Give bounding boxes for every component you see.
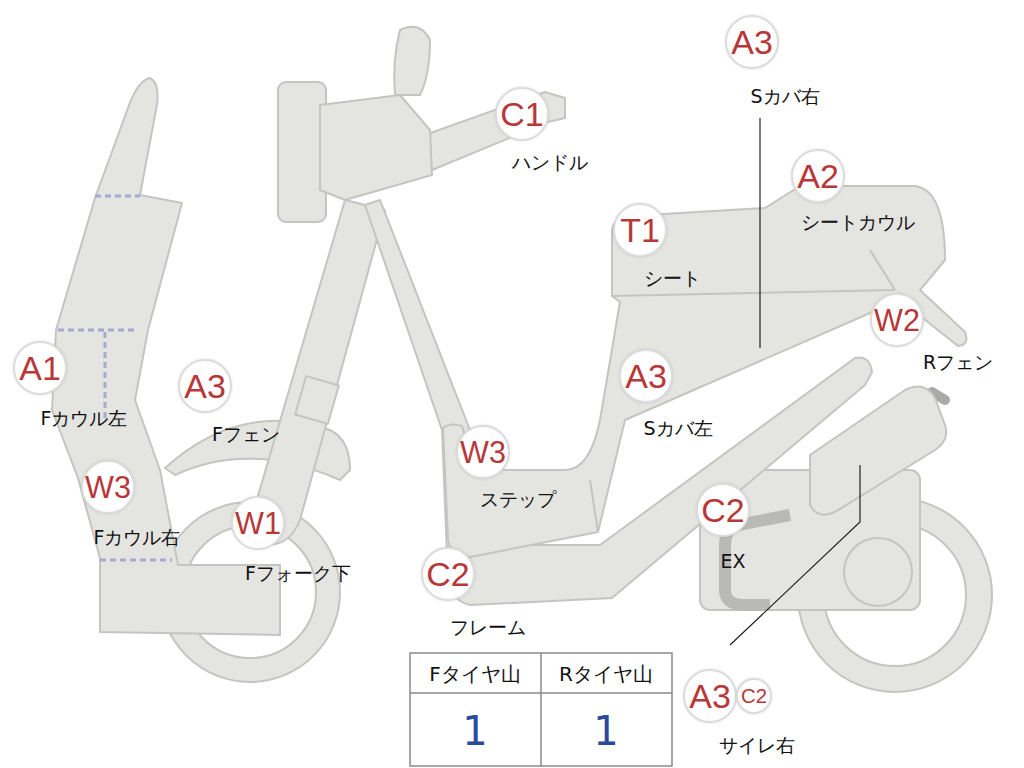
part-name: EX [720,551,745,572]
callout-circle: W2 [870,293,924,347]
part-name: シートカウル [801,212,915,233]
part-name: ハンドル [512,152,588,173]
callout-circle: A3 [178,359,232,413]
part-name: Fカウル右 [94,527,181,548]
part-name: ステップ [480,489,556,510]
callout-code: C2 [701,493,744,527]
callout-code: A3 [731,25,773,59]
part-name: Sカバ右 [750,86,819,107]
callout-circle: A3 [683,669,737,723]
callout-circle: W3 [456,425,510,479]
table-value: 1 [593,711,618,751]
callout-code: W3 [460,437,506,468]
table-value: 1 [462,711,487,751]
callout-circle: C2 [421,547,475,601]
callout-circle: W3 [81,460,135,514]
table-header: Rタイヤ山 [559,664,653,684]
part-name: Fフェン [212,424,280,445]
callout-circle: T1 [613,203,667,257]
callout-circle: A3 [619,349,673,403]
callout-code: W3 [85,472,131,503]
callout-code: C2 [426,557,469,591]
callout-circle: C1 [495,87,549,141]
part-name: フレーム [450,617,526,638]
callout-code: T1 [620,213,660,247]
callout-code: A3 [625,359,667,393]
part-name: サイレ右 [719,735,795,756]
callout-circle: C2 [736,678,772,714]
callout-code: A2 [797,159,839,193]
table-header: Fタイヤ山 [429,664,521,684]
callout-code: C2 [741,686,767,706]
callout-code: A3 [184,369,226,403]
callout-circle: A2 [791,149,845,203]
part-name: Fカウル左 [41,408,128,429]
callout-circle: W1 [231,496,285,550]
part-name: Sカバ左 [643,418,712,439]
callout-code: W2 [874,305,920,336]
callout-code: A3 [689,679,731,713]
callout-code: C1 [500,97,543,131]
part-name: Fフォーク下 [245,563,351,584]
callout-code: W1 [235,508,281,539]
part-name: Rフェン [923,352,993,373]
callout-circle: C2 [696,483,750,537]
callout-circle: A3 [725,15,779,69]
callout-code: A1 [19,351,61,385]
callout-circle: A1 [13,341,67,395]
part-name: シート [644,268,701,289]
